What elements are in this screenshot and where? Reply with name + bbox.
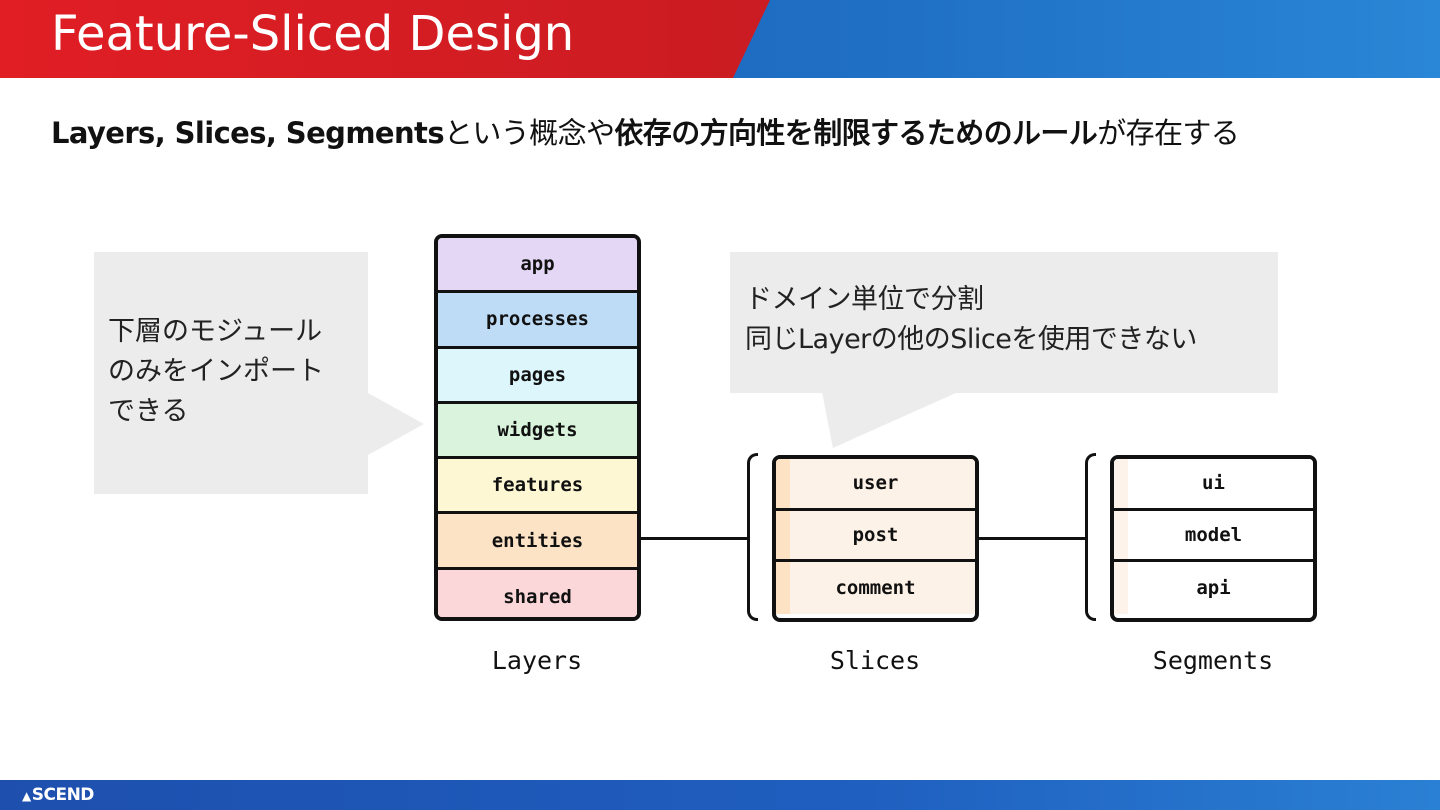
segments-stack: ui model api	[1110, 455, 1317, 622]
callout-left-pointer	[368, 393, 424, 455]
subtitle-text-1: という概念や	[443, 116, 615, 150]
header-red-band	[0, 0, 770, 78]
connector-layers-slices	[637, 537, 747, 540]
slice-post: post	[776, 510, 975, 563]
slice-label: comment	[835, 576, 916, 599]
layer-features: features	[438, 459, 637, 515]
segment-model: model	[1114, 510, 1313, 563]
footer-bar	[0, 780, 1440, 810]
callout-left-line: できる	[108, 396, 189, 427]
callout-right-line: 同じLayerの他のSliceを使用できない	[745, 324, 1197, 355]
slices-bracket	[747, 453, 758, 621]
callout-right-text: ドメイン単位で分割 同じLayerの他のSliceを使用できない	[745, 280, 1197, 360]
segment-label: ui	[1202, 472, 1225, 495]
ascend-logo: ▲SCEND	[22, 785, 94, 805]
layer-entities: entities	[438, 514, 637, 570]
subtitle-text-2: が存在する	[1097, 116, 1240, 150]
callout-right-line: ドメイン単位で分割	[745, 284, 984, 315]
layer-processes: processes	[438, 293, 637, 349]
header-banner: Feature-Sliced Design	[0, 0, 1440, 78]
layer-widgets: widgets	[438, 403, 637, 460]
layers-stack: app processes pages widgets features ent…	[434, 234, 641, 621]
callout-left-box	[94, 252, 368, 494]
layer-shared: shared	[438, 569, 637, 617]
callout-left-line: のみをインポート	[108, 356, 324, 387]
logo-text: SCEND	[31, 785, 95, 805]
slide-subtitle: Layers, Slices, Segmentsという概念や依存の方向性を制限す…	[51, 110, 1240, 152]
segments-caption: Segments	[1152, 646, 1274, 675]
callout-right-pointer	[822, 392, 958, 448]
connector-slices-segments	[975, 537, 1085, 540]
slice-label: post	[852, 523, 899, 546]
segment-label: model	[1184, 523, 1243, 546]
segment-ui: ui	[1114, 459, 1313, 511]
segments-bracket	[1085, 453, 1096, 621]
slices-stack: user post comment	[772, 455, 979, 622]
slices-caption: Slices	[829, 646, 921, 675]
slice-user: user	[776, 459, 975, 511]
layer-app: app	[438, 238, 637, 294]
slide-title: Feature-Sliced Design	[51, 6, 575, 62]
logo-mark-icon: ▲	[22, 789, 31, 803]
layers-caption: Layers	[491, 646, 583, 675]
callout-left-line: 下層のモジュール	[108, 316, 323, 347]
segment-label: api	[1196, 576, 1231, 599]
callout-right-box	[730, 252, 1278, 393]
subtitle-concepts: Layers, Slices, Segments	[51, 116, 445, 150]
subtitle-rule: 依存の方向性を制限するためのルール	[614, 116, 1098, 150]
segment-api: api	[1114, 562, 1313, 614]
slice-comment: comment	[776, 562, 975, 614]
layer-pages: pages	[438, 348, 637, 404]
callout-left-text: 下層のモジュール のみをインポート できる	[108, 312, 358, 432]
slice-label: user	[852, 472, 899, 495]
